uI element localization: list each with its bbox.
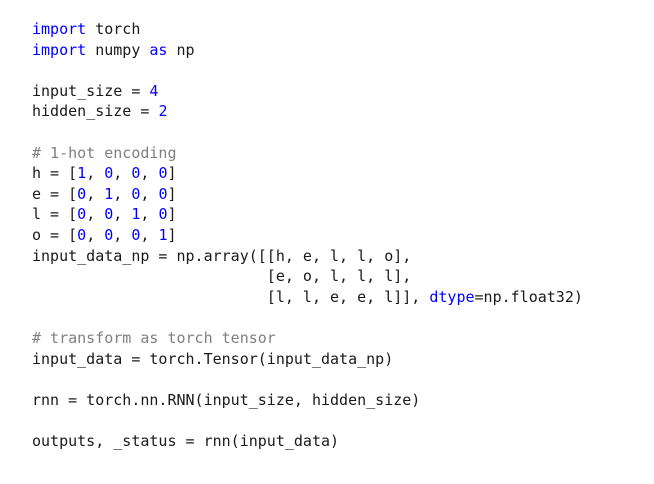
code-line: input_size = 4 bbox=[32, 81, 644, 102]
code-text: numpy bbox=[86, 40, 150, 59]
code-line: rnn = torch.nn.RNN(input_size, hidden_si… bbox=[32, 390, 644, 411]
code-text: hidden_size = bbox=[32, 102, 159, 121]
code-text: [l, l, e, e, l]], bbox=[32, 287, 430, 306]
code-line: input_data = torch.Tensor(input_data_np) bbox=[32, 349, 644, 370]
code-text: , bbox=[140, 225, 159, 244]
code-line bbox=[32, 60, 644, 81]
code-text: , bbox=[86, 205, 105, 224]
code-number: 0 bbox=[77, 184, 87, 203]
code-number: 0 bbox=[131, 164, 141, 183]
code-line: import torch bbox=[32, 19, 644, 40]
code-text: ] bbox=[167, 205, 177, 224]
code-line: input_data_np = np.array([[h, e, l, l, o… bbox=[32, 246, 644, 267]
code-line: outputs, _status = rnn(input_data) bbox=[32, 431, 644, 452]
code-line bbox=[32, 122, 644, 143]
code-text: h = [ bbox=[32, 164, 78, 183]
code-line: o = [0, 0, 0, 1] bbox=[32, 225, 644, 246]
code-line: # transform as torch tensor bbox=[32, 328, 644, 349]
code-line: h = [1, 0, 0, 0] bbox=[32, 163, 644, 184]
code-keyword: import bbox=[32, 40, 87, 59]
code-number: 2 bbox=[158, 102, 168, 121]
code-line bbox=[32, 410, 644, 431]
code-text: l = [ bbox=[32, 205, 78, 224]
code-comment: # transform as torch tensor bbox=[32, 328, 276, 347]
code-keyword: as bbox=[149, 40, 168, 59]
code-text: ] bbox=[167, 164, 177, 183]
code-text: , bbox=[113, 225, 132, 244]
code-text: , bbox=[86, 164, 105, 183]
code-text: torch bbox=[86, 20, 141, 38]
code-number: 1 bbox=[104, 184, 114, 203]
code-number: 0 bbox=[158, 205, 168, 224]
code-line: e = [0, 1, 0, 0] bbox=[32, 184, 644, 205]
code-text: [e, o, l, l, l], bbox=[32, 267, 412, 286]
code-number: 0 bbox=[158, 184, 168, 203]
code-number: 0 bbox=[104, 205, 114, 224]
code-text: , bbox=[113, 184, 132, 203]
code-line: [l, l, e, e, l]], dtype=np.float32) bbox=[32, 287, 644, 308]
code-text: rnn = torch.nn.RNN(input_size, hidden_si… bbox=[32, 390, 421, 409]
code-number: 1 bbox=[158, 225, 168, 244]
code-number: 0 bbox=[77, 205, 87, 224]
code-comment: # 1-hot encoding bbox=[32, 143, 177, 162]
code-text: input_size = bbox=[32, 81, 150, 100]
code-number: 0 bbox=[131, 225, 141, 244]
code-text: , bbox=[140, 184, 159, 203]
code-number: 0 bbox=[131, 184, 141, 203]
code-line bbox=[32, 369, 644, 390]
code-number: 1 bbox=[131, 205, 141, 224]
code-text: ] bbox=[167, 184, 177, 203]
code-number: 1 bbox=[77, 164, 87, 183]
code-number: 0 bbox=[104, 164, 114, 183]
code-text: , bbox=[86, 225, 105, 244]
code-text: =np.float32) bbox=[474, 287, 583, 306]
code-text: e = [ bbox=[32, 184, 78, 203]
code-keyword-arg: dtype bbox=[429, 287, 475, 306]
code-number: 0 bbox=[77, 225, 87, 244]
code-number: 4 bbox=[149, 81, 159, 100]
code-text: , bbox=[140, 164, 159, 183]
code-text: , bbox=[140, 205, 159, 224]
code-line: hidden_size = 2 bbox=[32, 101, 644, 122]
code-text: np bbox=[167, 40, 195, 59]
code-number: 0 bbox=[158, 164, 168, 183]
code-text: input_data_np = np.array([[h, e, l, l, o… bbox=[32, 246, 412, 265]
code-text: outputs, _status = rnn(input_data) bbox=[32, 431, 340, 450]
code-line: # 1-hot encoding bbox=[32, 143, 644, 164]
code-line: l = [0, 0, 1, 0] bbox=[32, 204, 644, 225]
code-line: [e, o, l, l, l], bbox=[32, 266, 644, 287]
code-keyword: import bbox=[32, 20, 87, 38]
code-text: , bbox=[113, 205, 132, 224]
code-line bbox=[32, 307, 644, 328]
code-text: , bbox=[113, 164, 132, 183]
code-text: , bbox=[86, 184, 105, 203]
code-text: o = [ bbox=[32, 225, 78, 244]
code-text: ] bbox=[167, 225, 177, 244]
code-line: import numpy as np bbox=[32, 40, 644, 61]
code-text: input_data = torch.Tensor(input_data_np) bbox=[32, 349, 394, 368]
code-number: 0 bbox=[104, 225, 114, 244]
